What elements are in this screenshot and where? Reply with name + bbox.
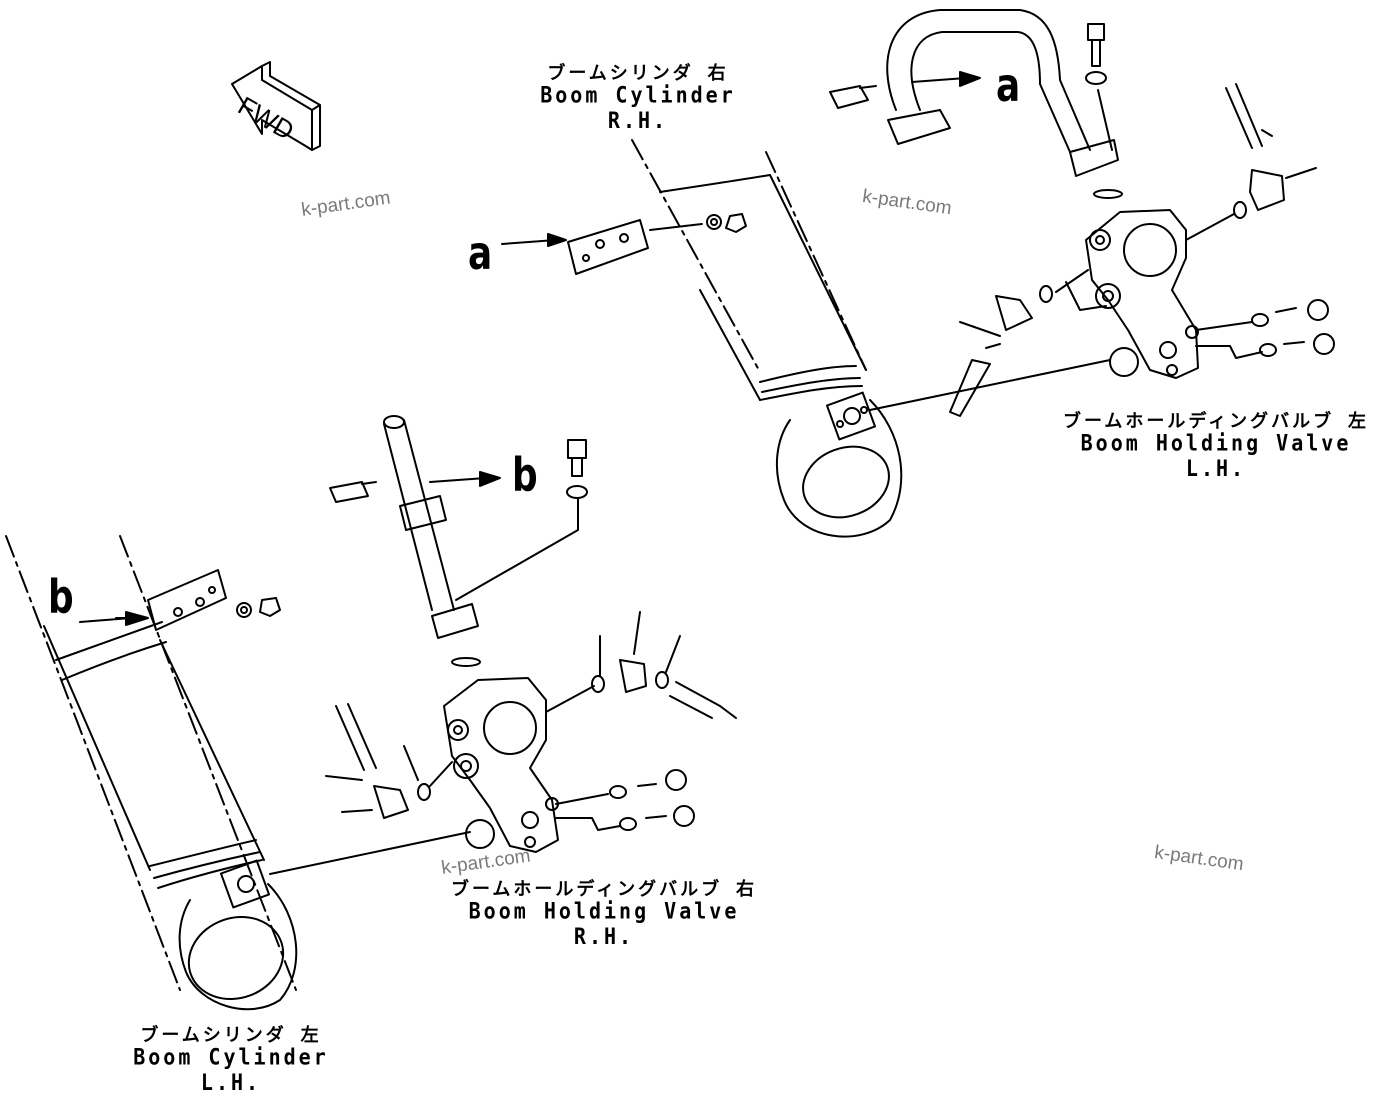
- caption-boom-holding-valve-lh: ブームホールディングバルブ 左 Boom Holding Valve L.H.: [1056, 411, 1376, 482]
- callout-b-pipe: b: [512, 448, 538, 502]
- callout-b-bracket: b: [48, 570, 74, 624]
- boom-holding-valve-rh: [269, 611, 737, 875]
- pipe-a: [829, 9, 1123, 199]
- boom-cylinder-lh: [5, 535, 298, 1011]
- caption-en: Boom Holding Valve L.H.: [1080, 428, 1352, 482]
- caption-en: Boom Cylinder R.H.: [540, 80, 736, 134]
- boom-holding-valve-lh: [869, 83, 1335, 417]
- pipe-b: [329, 415, 588, 667]
- boom-cylinder-rh: [567, 139, 903, 538]
- caption-boom-cylinder-lh: ブームシリンダ 左 Boom Cylinder L.H.: [96, 1025, 366, 1095]
- caption-en: Boom Cylinder L.H.: [133, 1042, 329, 1095]
- caption-boom-cylinder-rh: ブームシリンダ 右 Boom Cylinder R.H.: [508, 63, 768, 134]
- caption-boom-holding-valve-rh: ブームホールディングバルブ 右 Boom Holding Valve R.H.: [434, 879, 774, 950]
- callout-a-pipe: a: [996, 58, 1021, 112]
- caption-jp: ブームシリンダ 右: [547, 63, 729, 84]
- caption-jp: ブームホールディングバルブ 左: [1062, 411, 1370, 432]
- caption-jp: ブームシリンダ 左: [140, 1025, 322, 1046]
- callout-a-bracket: a: [468, 226, 493, 280]
- fwd-arrow-icon: FWD: [231, 61, 321, 151]
- caption-en: Boom Holding Valve R.H.: [468, 896, 740, 950]
- callout-arrows: [79, 71, 981, 626]
- caption-jp: ブームホールディングバルブ 右: [450, 879, 758, 900]
